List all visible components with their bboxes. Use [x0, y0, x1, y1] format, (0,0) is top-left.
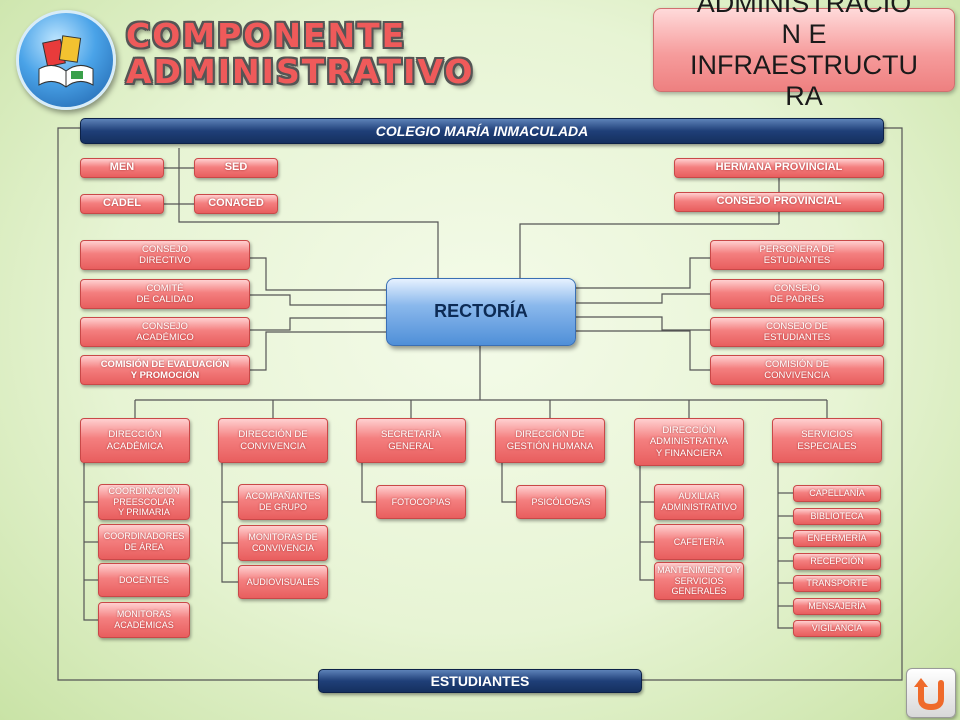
school-name-bar: COLEGIO MARÍA INMACULADA	[80, 118, 884, 144]
books-globe-icon	[16, 10, 116, 110]
monitoras-convivencia-box: MONITORAS DE CONVIVENCIA	[238, 525, 328, 561]
consejo-padres-box: CONSEJO DE PADRES	[710, 279, 884, 309]
rectoria-box: RECTORÍA	[386, 278, 576, 346]
conaced-box: CONACED	[194, 194, 278, 214]
comision-convivencia-box: COMISIÓN DE CONVIVENCIA	[710, 355, 884, 385]
servicios-especiales-box: SERVICIOS ESPECIALES	[772, 418, 882, 463]
cafeteria-box: CAFETERÍA	[654, 524, 744, 560]
subtitle-box: ADMINISTRACIÓ N E INFRAESTRUCTU RA	[653, 0, 955, 111]
mantenimiento-box: MANTENIMIENTO Y SERVICIOS GENERALES	[654, 562, 744, 600]
transporte-box: TRANSPORTE	[793, 575, 881, 592]
recepcion-box: RECEPCIÓN	[793, 553, 881, 570]
comite-calidad-box: COMITÉ DE CALIDAD	[80, 279, 250, 309]
consejo-directivo-box: CONSEJO DIRECTIVO	[80, 240, 250, 270]
direccion-administrativa-box: DIRECCIÓN ADMINISTRATIVA Y FINANCIERA	[634, 418, 744, 466]
title-line-2: ADMINISTRATIVO	[126, 52, 475, 91]
back-button[interactable]	[906, 668, 956, 718]
auxiliar-administrativo-box: AUXILIAR ADMINISTRATIVO	[654, 484, 744, 520]
direccion-convivencia-box: DIRECCIÓN DE CONVIVENCIA	[218, 418, 328, 463]
consejo-academico-box: CONSEJO ACADÉMICO	[80, 317, 250, 347]
monitoras-academicas-box: MONITORAS ACADÉMICAS	[98, 602, 190, 638]
title-line-1: COMPONENTE	[126, 16, 407, 55]
consejo-estudiantes-box: CONSEJO DE ESTUDIANTES	[710, 317, 884, 347]
biblioteca-box: BIBLIOTECA	[793, 508, 881, 525]
enfermeria-box: ENFERMERÍA	[793, 530, 881, 547]
fotocopias-box: FOTOCOPIAS	[376, 485, 466, 519]
coordinadores-area-box: COORDINADORES DE ÁREA	[98, 524, 190, 560]
secretaria-general-box: SECRETARÍA GENERAL	[356, 418, 466, 463]
cadel-box: CADEL	[80, 194, 164, 214]
hermana-provincial-box: HERMANA PROVINCIAL	[674, 158, 884, 178]
personera-box: PERSONERA DE ESTUDIANTES	[710, 240, 884, 270]
direccion-academica-box: DIRECCIÓN ACADÉMICA	[80, 418, 190, 463]
audiovisuales-box: AUDIOVISUALES	[238, 565, 328, 599]
books-icon	[38, 35, 94, 88]
sed-box: SED	[194, 158, 278, 178]
docentes-box: DOCENTES	[98, 563, 190, 597]
direccion-gestion-humana-box: DIRECCIÓN DE GESTIÓN HUMANA	[495, 418, 605, 463]
comision-evaluacion-box: COMISIÓN DE EVALUACIÓN Y PROMOCIÓN	[80, 355, 250, 385]
capellania-box: CAPELLANÍA	[793, 485, 881, 502]
coordinacion-preescolar-box: COORDINACIÓN PREESCOLAR Y PRIMARIA	[98, 484, 190, 520]
back-arrow-icon	[914, 678, 944, 711]
mensajeria-box: MENSAJERÍA	[793, 598, 881, 615]
acompanantes-grupo-box: ACOMPAÑANTES DE GRUPO	[238, 484, 328, 520]
consejo-provincial-box: CONSEJO PROVINCIAL	[674, 192, 884, 212]
psicologas-box: PSICÓLOGAS	[516, 485, 606, 519]
subtitle-text: ADMINISTRACIÓ N E INFRAESTRUCTU RA	[690, 0, 918, 111]
vigilancia-box: VIGILANCIA	[793, 620, 881, 637]
students-bar: ESTUDIANTES	[318, 669, 642, 693]
men-box: MEN	[80, 158, 164, 178]
page-title: COMPONENTE ADMINISTRATIVO	[126, 18, 474, 90]
